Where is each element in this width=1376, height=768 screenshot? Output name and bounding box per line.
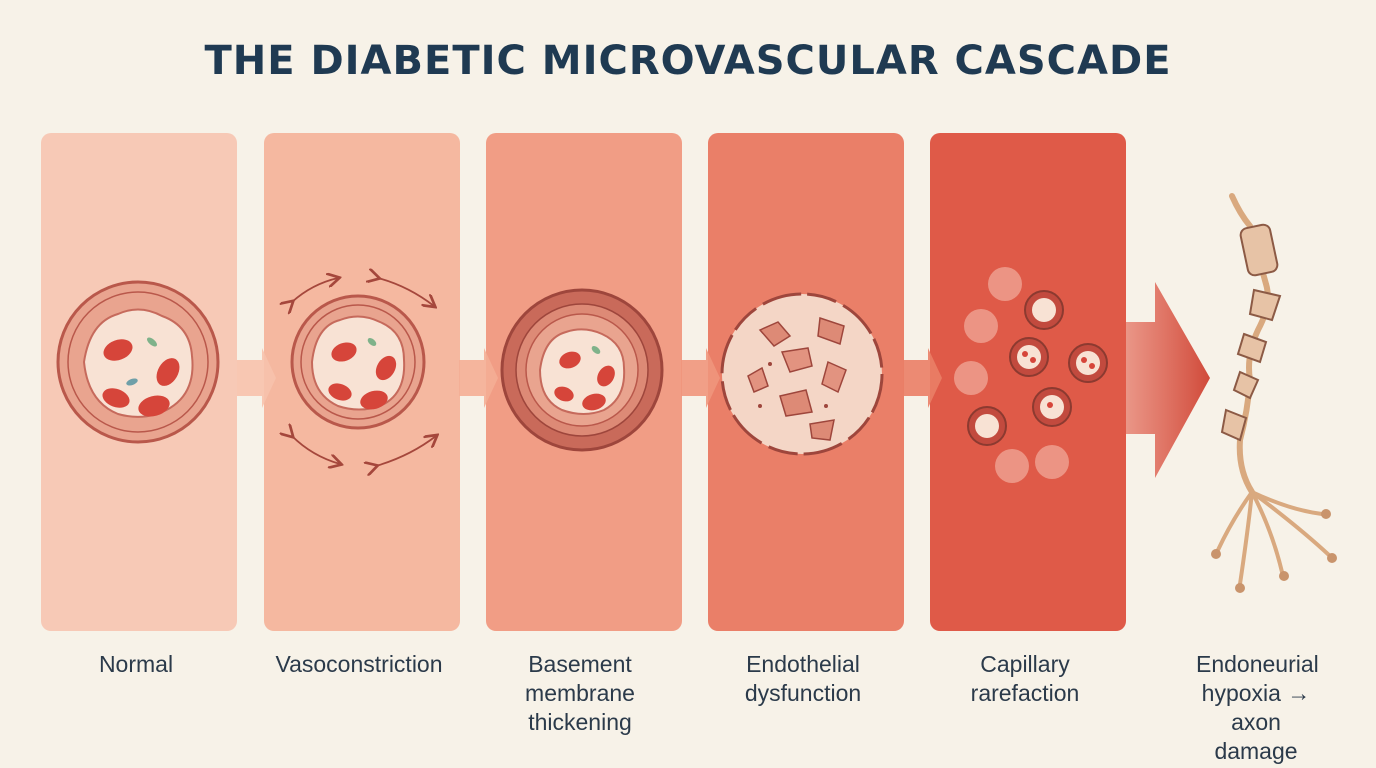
arrow-icon <box>459 348 498 408</box>
damaged-vessel-icon <box>720 292 884 456</box>
page-title: THE DIABETIC MICROVASCULAR CASCADE <box>204 38 1172 84</box>
normal-vessel-icon <box>56 280 220 444</box>
thickened-vessel-icon <box>500 288 664 452</box>
constricted-vessel-icon <box>292 278 436 466</box>
stage-label-vasoconstriction: Vasoconstriction <box>275 651 443 677</box>
arrow-icon <box>237 348 276 408</box>
stage-label-basement-membrane: Basement membrane thickening <box>525 651 635 735</box>
stage-label-normal: Normal <box>98 651 174 677</box>
arrow-icon <box>903 348 942 408</box>
stage-label-nerve-damage: Endoneurial hypoxia → axon damage <box>1196 651 1319 764</box>
stage-label-endothelial-dysfunction: Endothelial dysfunction <box>744 651 862 706</box>
big-arrow-icon <box>1125 282 1210 478</box>
damaged-nerve-icon <box>1211 193 1337 593</box>
rarefied-capillaries-icon <box>954 267 1108 483</box>
stage-label-capillary-rarefaction: Capillary rarefaction <box>970 651 1080 706</box>
arrow-icon <box>681 348 720 408</box>
